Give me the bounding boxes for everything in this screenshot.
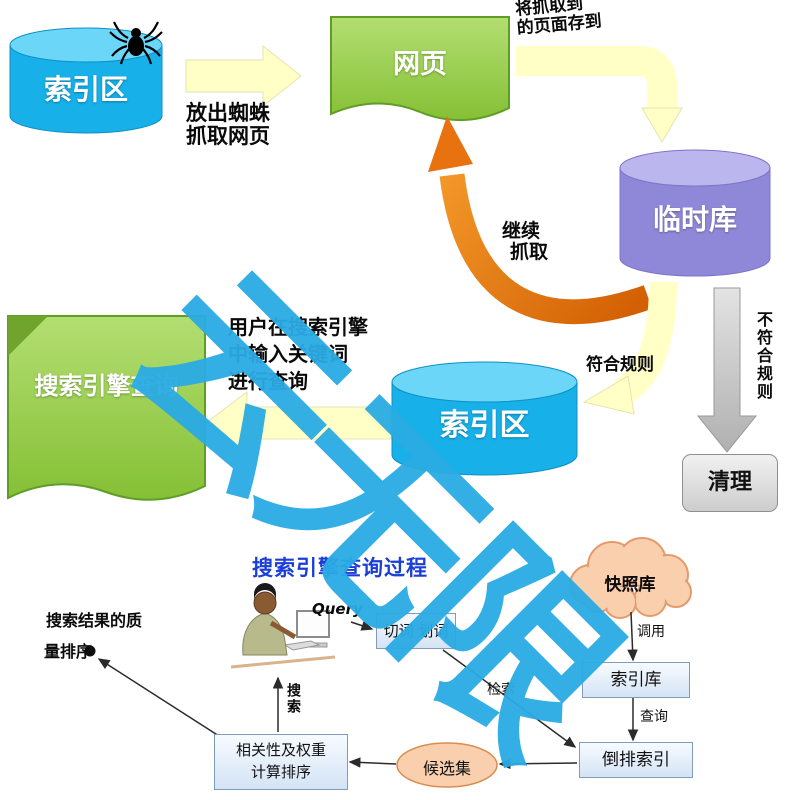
spider-icon (109, 21, 163, 65)
inverted-index-box: 倒排索引 (579, 742, 693, 778)
index-db-top-cylinder (9, 27, 163, 134)
webpage-label: 网页 (393, 49, 447, 80)
connector-relevance-to-result (97, 658, 220, 737)
query-doc-label: 搜索引擎查询 (34, 372, 179, 400)
flow-connectors (97, 611, 639, 770)
query-arrow (205, 390, 392, 456)
not-match-arrow (696, 287, 758, 453)
query-label: Query (312, 600, 363, 618)
cutword-box: 切词 划词 (376, 613, 456, 649)
query-edge-label: 查询 (640, 709, 668, 725)
result-dot (84, 645, 96, 657)
snapshot-lib-label: 快照库 (604, 575, 656, 595)
query-doc-shape (7, 315, 206, 501)
index-db-mid-cylinder (391, 361, 578, 476)
relevance-box: 相关性及权重 计算排序 (214, 734, 348, 790)
result-label: 搜索结果的质 量排序 (44, 611, 143, 661)
snapshot-cloud (569, 537, 692, 619)
match-rule-label: 符合规则 (586, 355, 654, 375)
not-match-rule-label: 不符合规则 (754, 311, 773, 401)
bottom-title: 搜索引擎查询过程 (252, 556, 428, 580)
match-rule-arrow (582, 281, 677, 415)
clean-box: 清理 (682, 454, 778, 512)
index-lib-box: 索引库 (582, 662, 690, 698)
store-arrow (516, 46, 683, 143)
call-label: 调用 (637, 624, 665, 640)
search-vertical-label: 搜索 (285, 683, 301, 715)
temp-db-label: 临时库 (652, 203, 737, 236)
search-edge-label: 检索 (487, 682, 515, 698)
connector-cloud-to-indexlib (627, 611, 638, 662)
webpage-doc-shape (330, 16, 510, 121)
crawl-arrow (185, 44, 302, 108)
recrawl-label: 继续 抓取 (502, 220, 549, 263)
index-db-top-label: 索引区 (43, 73, 128, 106)
temp-db-cylinder (619, 149, 771, 277)
connector-inverted-to-candidate (498, 758, 578, 770)
candidate-set-label: 候选集 (422, 759, 471, 778)
index-db-mid-label: 索引区 (439, 408, 530, 443)
person-computer-illustration (230, 583, 336, 669)
candidate-ellipse (396, 742, 498, 788)
crawl-label: 放出蜘蛛 抓取网页 (186, 101, 270, 148)
connector-candidate-to-relevance (348, 757, 397, 768)
connector-cutword-to-inverted (442, 649, 577, 748)
connector-query-to-cutword (350, 620, 374, 631)
recrawl-arrow (428, 116, 653, 325)
user-input-text: 用户在搜索引擎 中输入关键词 进行查询 (228, 315, 368, 393)
